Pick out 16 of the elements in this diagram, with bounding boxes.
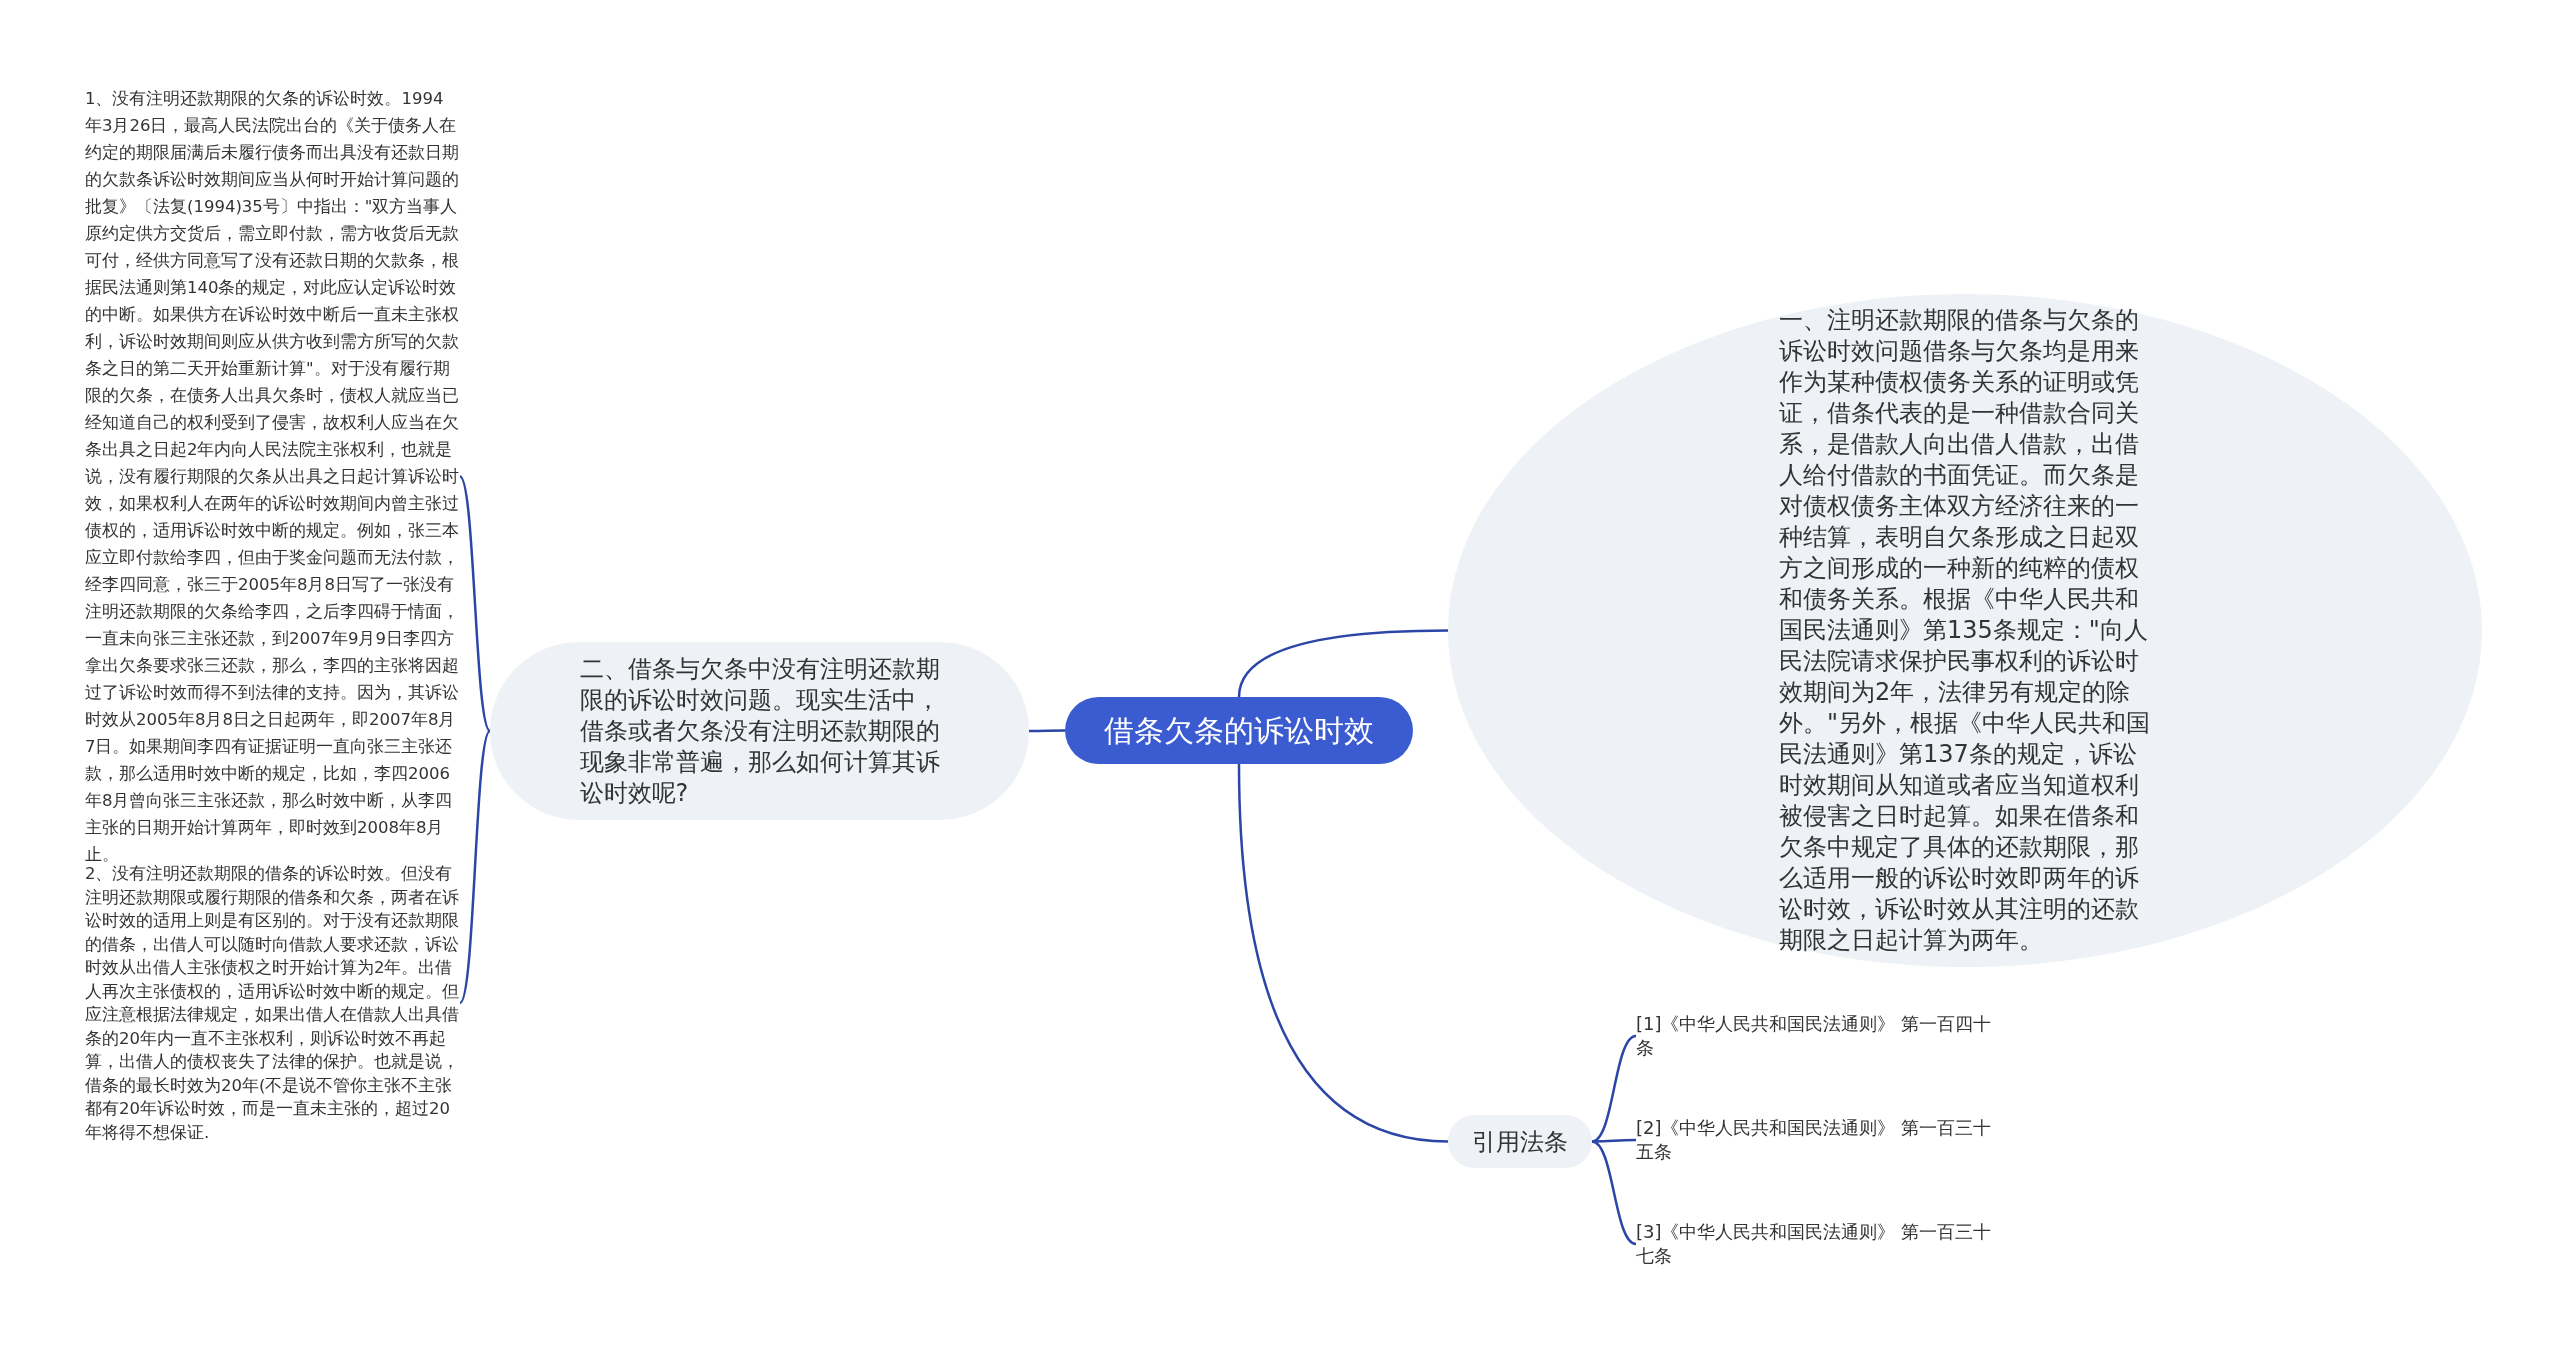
note-text: 2、没有注明还款期限的借条的诉讼时效。但没有注明还款期限或履行期限的借条和欠条，两者在诉讼时效的适用上则是有区别的。对于没有还款期限的借条，出借人可以随时向借款人要求还款，诉讼时效从出借人主张债权之时开始计算为2年。出借人再次主张债权的，适用诉讼时效中断的规定。但应注意根据法律规定，如果出借人在借款人出具借条的20年内一直不主张权利，则诉讼时效不再起算，出借人的债权丧失了法律的保护。也就是说，借条的最长时效为20年(不是说不管你主张不主张都有20年诉讼时效，而是一直未主张的，超过20年将得不想保证. — [85, 863, 460, 1144]
note-text: [3]《中华人民共和国民法通则》 第一百三十七条 — [1636, 1220, 1993, 1268]
connector-line — [1029, 729, 1065, 733]
topic-text: 借条欠条的诉讼时效 — [1104, 712, 1374, 750]
connector-line — [458, 730, 492, 1004]
connector-line — [1591, 1140, 1637, 1246]
connector-line — [1237, 629, 1448, 698]
connector-line — [458, 475, 492, 732]
topic-text: 二、借条与欠条中没有注明还款期限的诉讼时效问题。现实生活中，借条或者欠条没有注明还款期限的现象非常普遍，那么如何计算其诉讼时效呢? — [579, 653, 940, 809]
topic-text: 引用法条 — [1472, 1126, 1568, 1158]
topic-pill — [1448, 1115, 1592, 1168]
note-text: 1、没有注明还款期限的欠条的诉讼时效。1994年3月26日，最高人民法院出台的《关于债务人在约定的期限届满后未履行债务而出具没有还款日期的欠款条诉讼时效期间应当从何时开始计算问题的批复》〔法复(1994)35号〕中指出："双方当事人原约定供方交货后，需立即付款，需方收货后无款可付，经供方同意写了没有还款日期的欠款条，根据民法通则第140条的规定，对此应认定诉讼时效的中断。如果供方在诉讼时效中断后一直未主张权利，诉讼时效期间则应从供方收到需方所写的欠款条之日的第二天开始重新计算"。对于没有履行期限的欠条，在债务人出具欠条时，债权人就应当已经知道自己的权利受到了侵害，故权利人应当在欠条出具之日起2年内向人民法院主张权利，也就是说，没有履行期限的欠条从出具之日起计算诉讼时效，如果权利人在两年的诉讼时效期间内曾主张过债权的，适用诉讼时效中断的规定。例如，张三本应立即付款给李四，但由于奖金问题而无法付款，经李四同意，张三于2005年8月8日写了一张没有注明还款期限的欠条给李四，之后李四碍于情面，一直未向张三主张还款，到2007年9月9日李四方拿出欠条要求张三还款，那么，李四的主张将因超过了诉讼时效而得不到法律的支持。因为，其诉讼时效从2005年8月8日之日起两年，即2007年8月7日。如果期间李四有证据证明一直向张三主张还款，那么适用时效中断的规定，比如，李四2006年8月曾向张三主张还款，那么时效中断，从李四主张的日期开始计算两年，即时效到2008年8月止。 — [85, 88, 460, 865]
topic-text: 一、注明还款期限的借条与欠条的诉讼时效问题借条与欠条均是用来作为某种债权债务关系的证明或凭证，借条代表的是一种借款合同关系，是借款人向出借人借款，出借人给付借款的书面凭证。而欠条是对债权债务主体双方经济往来的一种结算，表明自欠条形成之日起双方之间形成的一种新的纯粹的债权和债务关系。根据《中华人民共和国民法通则》第135条规定："向人民法院请求保护民事权利的诉讼时效期间为2年，法律另有规定的除外。"另外，根据《中华人民共和国民法通则》第137条的规定，诉讼时效期间从知道或者应当知道权利被侵害之日时起算。如果在借条和欠条中规定了具体的还款期限，那么适用一般的诉讼时效即两年的诉讼时效，诉讼时效从其注明的还款期限之日起计算为两年。 — [1779, 305, 2151, 956]
connector-line — [1237, 763, 1449, 1143]
note-text: [1]《中华人民共和国民法通则》 第一百四十条 — [1636, 1012, 1993, 1060]
note-text: [2]《中华人民共和国民法通则》 第一百三十五条 — [1636, 1116, 1993, 1164]
